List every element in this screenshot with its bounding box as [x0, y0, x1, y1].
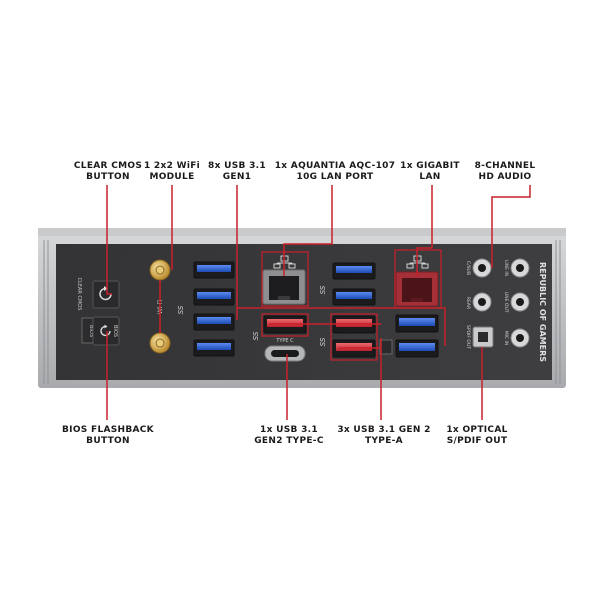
audio-jack-rear[interactable] [472, 292, 492, 312]
clear-cmos-button[interactable] [92, 280, 120, 309]
usb-gen1-port-3[interactable] [193, 313, 235, 331]
callout-bios-flashback-line1: BIOS FLASHBACK [62, 425, 154, 435]
callout-usb31-gen1-line1: 8x USB 3.1 [208, 161, 266, 171]
usb-ss-icon: SS [319, 285, 327, 294]
callout-usb-typea-line2: TYPE-A [365, 436, 403, 446]
leader-clear-cmos [106, 185, 112, 295]
bios-button-label: BIOS [112, 325, 118, 337]
callout-usb31-gen1: 8x USB 3.1 GEN1 [204, 161, 270, 183]
leader-gigabit [416, 185, 433, 276]
shield-frame-grooves [43, 240, 561, 384]
bios-flashback-button[interactable] [92, 316, 120, 346]
highlight-typea-left [261, 313, 309, 337]
wifi-antenna-connector-top[interactable] [149, 259, 171, 281]
audio-jack-line-out[interactable] [510, 292, 530, 312]
gigabit-lan-port[interactable] [395, 271, 439, 307]
typec-panel-label: TYPE C [275, 338, 294, 344]
usb-typec-port[interactable] [264, 345, 306, 362]
callout-optical: 1x OPTICAL S/PDIF OUT [440, 425, 514, 447]
leader-aquantia [283, 185, 333, 276]
callout-audio-line2: HD AUDIO [478, 172, 532, 182]
spdif-panel-label: SPDIF OUT [465, 325, 471, 349]
usb-gen1-port-6[interactable] [332, 288, 376, 306]
usb-gen1-port-5[interactable] [332, 262, 376, 280]
callout-aquantia-line1: 1x AQUANTIA AQC-107 [274, 161, 396, 171]
refresh-icon [100, 324, 111, 337]
callout-usb-typea-line1: 3x USB 3.1 GEN 2 [337, 425, 431, 435]
line-out-panel-label: LINE OUT [503, 291, 509, 312]
refresh-icon [99, 286, 112, 301]
callout-audio: 8-CHANNEL HD AUDIO [472, 161, 538, 183]
callout-bios-flashback: BIOS FLASHBACK BUTTON [60, 425, 156, 447]
usb-gen1-port-4[interactable] [193, 339, 235, 357]
rear-panel-label: REAR [465, 297, 471, 309]
aquantia-lan-port[interactable] [262, 269, 306, 305]
callout-gigabit-line2: LAN [419, 172, 441, 182]
csub-panel-label: C/SUB [465, 261, 471, 275]
callout-wifi: 1 2x2 WiFi MODULE [136, 161, 208, 183]
callout-clear-cmos-line1: CLEAR CMOS [73, 161, 143, 171]
callout-gigabit: 1x GIGABIT LAN [398, 161, 462, 183]
highlight-typea-middle [330, 313, 378, 361]
callout-gigabit-line1: 1x GIGABIT [400, 161, 460, 171]
usb-ss-icon: SS [177, 305, 185, 314]
callout-usb-typec-line2: GEN2 TYPE-C [254, 436, 324, 446]
clear-cmos-panel-label: CLEAR CMOS [76, 278, 82, 311]
bios-panel-label: BIOS [88, 325, 94, 337]
wifi-antenna-connector-bottom[interactable] [149, 332, 171, 354]
highlight-boxes [261, 249, 442, 361]
usb-gen1-port-2[interactable] [193, 288, 235, 306]
callout-aquantia: 1x AQUANTIA AQC-107 10G LAN PORT [272, 161, 398, 183]
callout-usb-typec-line1: 1x USB 3.1 [260, 425, 318, 435]
bios-usb-marker [379, 339, 393, 355]
callout-wifi-line1: 1 2x2 WiFi [143, 161, 201, 171]
usb-ss-icon: SS [319, 337, 327, 346]
brand-text: REPUBLIC OF GAMERS [538, 262, 547, 362]
callout-optical-line1: 1x OPTICAL [446, 425, 508, 435]
callout-wifi-line2: MODULE [149, 172, 195, 182]
optical-spdif-port[interactable] [472, 326, 494, 348]
callout-usb31-gen1-line2: GEN1 [222, 172, 252, 182]
audio-jack-csub[interactable] [472, 258, 492, 278]
callout-usb-typea: 3x USB 3.1 GEN 2 TYPE-A [332, 425, 436, 447]
callout-clear-cmos-line2: BUTTON [86, 172, 130, 182]
leader-usb-gen1-branch [237, 307, 446, 346]
highlight-aquantia [261, 251, 309, 307]
callout-bios-flashback-line2: BUTTON [86, 436, 130, 446]
audio-jack-line-in[interactable] [510, 258, 530, 278]
shield-frame-top-edge [38, 228, 566, 236]
callout-optical-line2: S/PDIF OUT [446, 436, 508, 446]
callout-clear-cmos: CLEAR CMOS BUTTON [73, 161, 143, 183]
usb-gen1-port-8[interactable] [395, 339, 439, 358]
callout-leader-lines [106, 185, 531, 420]
callout-audio-line1: 8-CHANNEL [474, 161, 536, 171]
usb-gen1-port-1[interactable] [193, 261, 235, 279]
callout-usb-typec: 1x USB 3.1 GEN2 TYPE-C [244, 425, 334, 447]
leader-audio [491, 185, 531, 268]
callout-aquantia-line2: 10G LAN PORT [296, 172, 374, 182]
line-in-panel-label: LINE IN [503, 260, 509, 276]
usb-gen1-port-7[interactable] [395, 314, 439, 333]
highlight-gigabit [394, 249, 442, 309]
mic-in-panel-label: MIC IN [503, 331, 509, 345]
usb-ss-icon: SS [252, 331, 260, 340]
audio-jack-mic-in[interactable] [510, 328, 530, 348]
